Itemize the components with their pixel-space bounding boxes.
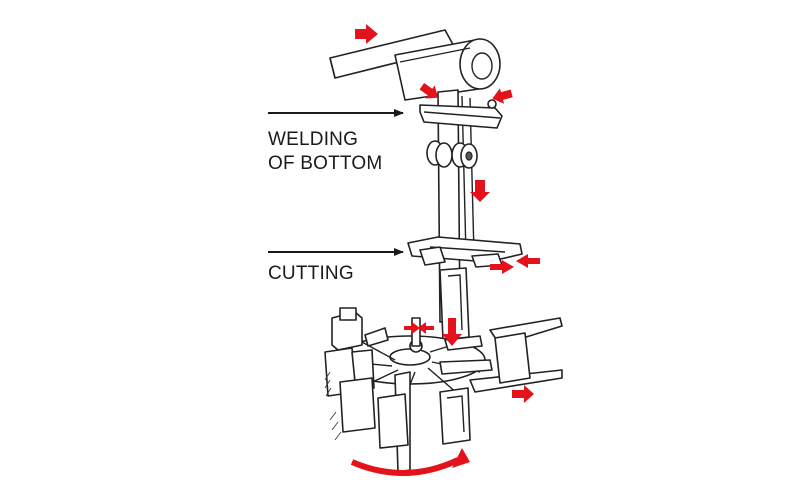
red-arrow-icon	[355, 24, 378, 44]
welding-label-line1: WELDING	[268, 128, 382, 152]
welding-bracket	[420, 100, 502, 128]
welding-label-line2: OF BOTTOM	[268, 152, 382, 176]
film-feed-roll	[330, 30, 500, 100]
curved-rotation-arrow-icon	[352, 448, 470, 473]
red-arrow-icon	[516, 254, 540, 268]
welding-of-bottom-label: WELDING OF BOTTOM	[268, 128, 382, 176]
red-arrow-icon	[512, 385, 534, 403]
cutting-label: CUTTING	[268, 262, 354, 286]
